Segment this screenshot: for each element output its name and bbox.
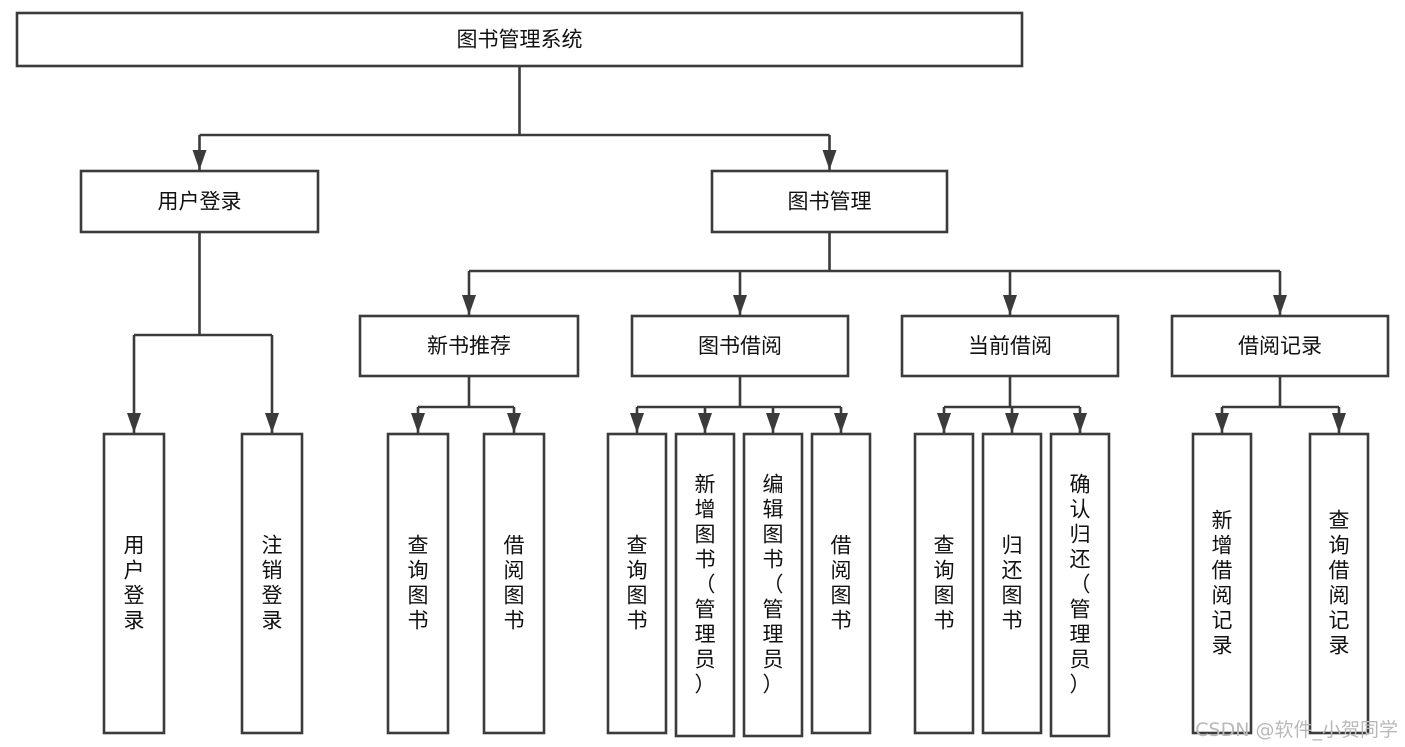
node-label-user-login: 用户登录 <box>158 190 242 214</box>
node-leaf-add-borrow-record[interactable]: 新增借阅记录 <box>1191 432 1253 735</box>
node-leaf-confirm-return-admin[interactable]: 确认归还（管理员） <box>1049 432 1111 738</box>
bookmgmt-to-level3-arrow-0 <box>462 295 476 315</box>
node-leaf-return-book[interactable]: 归还图书 <box>981 432 1043 735</box>
root-to-level2-arrow-0 <box>192 150 207 170</box>
node-box-leaf-query-borrow-record <box>1308 432 1370 735</box>
node-box-leaf-user-logout <box>240 432 304 735</box>
node-label-leaf-return-book: 归还图书 <box>1002 534 1023 633</box>
node-box-leaf-query-book-current <box>913 432 975 735</box>
node-label-leaf-query-book-recommend: 查询图书 <box>408 534 429 633</box>
leafbus-book-borrow-arrow-3 <box>834 413 848 433</box>
node-box-leaf-user-login <box>102 432 166 735</box>
node-box-leaf-borrow-book-recommend <box>482 432 546 735</box>
node-box-borrow-record <box>1170 314 1390 378</box>
node-box-leaf-borrow-book <box>810 432 872 735</box>
node-leaf-edit-book-admin[interactable]: 编辑图书（管理员） <box>742 432 804 738</box>
node-user-login[interactable]: 用户登录 <box>79 169 320 234</box>
node-label-leaf-confirm-return-admin: 确认归还（管理员） <box>1070 473 1091 697</box>
node-box-book-management <box>710 169 949 234</box>
node-label-borrow-record: 借阅记录 <box>1238 334 1322 358</box>
node-label-current-borrow: 当前借阅 <box>968 334 1052 358</box>
leafbus-book-borrow-arrow-0 <box>630 413 644 433</box>
leafbus-user-login-arrow-0 <box>127 413 141 433</box>
node-label-leaf-add-borrow-record: 新增借阅记录 <box>1212 509 1233 658</box>
node-label-leaf-edit-book-admin: 编辑图书（管理员） <box>763 473 784 697</box>
node-root[interactable]: 图书管理系统 <box>15 11 1024 68</box>
node-label-leaf-user-login: 用户登录 <box>124 534 145 633</box>
node-box-current-borrow <box>900 314 1120 378</box>
leafbus-user-login-arrow-1 <box>265 413 279 433</box>
leafbus-borrow-record-arrow-0 <box>1215 413 1229 433</box>
node-label-root: 图书管理系统 <box>457 28 583 52</box>
node-box-book-borrow <box>630 314 850 378</box>
leafbus-current-borrow-arrow-1 <box>1005 413 1019 433</box>
leafbus-borrow-record-arrow-1 <box>1332 413 1346 433</box>
node-label-leaf-query-book-current: 查询图书 <box>934 534 955 633</box>
node-leaf-query-borrow-record[interactable]: 查询借阅记录 <box>1308 432 1370 735</box>
node-leaf-borrow-book-recommend[interactable]: 借阅图书 <box>482 432 546 735</box>
node-leaf-query-book-recommend[interactable]: 查询图书 <box>386 432 450 735</box>
node-box-leaf-return-book <box>981 432 1043 735</box>
node-book-borrow[interactable]: 图书借阅 <box>630 314 850 378</box>
node-label-leaf-add-book-admin: 新增图书（管理员） <box>695 473 716 697</box>
leafbus-book-borrow-arrow-1 <box>698 413 712 433</box>
node-box-leaf-confirm-return-admin <box>1049 432 1111 738</box>
leafbus-new-book-recommend-arrow-1 <box>507 413 521 433</box>
node-box-leaf-add-book-admin <box>674 432 736 738</box>
node-box-new-book-recommend <box>358 314 580 378</box>
nodes-layer: 图书管理系统用户登录图书管理新书推荐图书借阅当前借阅借阅记录用户登录注销登录查询… <box>15 11 1390 738</box>
connectors-layer <box>127 66 1346 433</box>
node-leaf-user-login[interactable]: 用户登录 <box>102 432 166 735</box>
node-box-user-login <box>79 169 320 234</box>
node-label-leaf-query-book-borrow: 查询图书 <box>627 534 648 633</box>
node-borrow-record[interactable]: 借阅记录 <box>1170 314 1390 378</box>
node-new-book-recommend[interactable]: 新书推荐 <box>358 314 580 378</box>
node-label-book-management: 图书管理 <box>788 190 872 214</box>
node-box-leaf-query-book-borrow <box>606 432 668 735</box>
bookmgmt-to-level3-arrow-2 <box>1003 295 1017 315</box>
node-box-leaf-add-borrow-record <box>1191 432 1253 735</box>
leafbus-book-borrow-arrow-2 <box>766 413 780 433</box>
node-label-leaf-query-borrow-record: 查询借阅记录 <box>1329 509 1350 658</box>
leafbus-current-borrow-arrow-2 <box>1073 413 1087 433</box>
node-box-leaf-query-book-recommend <box>386 432 450 735</box>
node-leaf-query-book-borrow[interactable]: 查询图书 <box>606 432 668 735</box>
node-leaf-borrow-book[interactable]: 借阅图书 <box>810 432 872 735</box>
bookmgmt-to-level3-arrow-1 <box>733 295 747 315</box>
bookmgmt-to-level3-arrow-3 <box>1273 295 1287 315</box>
csdn-watermark: CSDN @软件_小贺同学 <box>1195 719 1398 741</box>
node-box-root <box>15 11 1024 68</box>
node-label-leaf-user-logout: 注销登录 <box>262 534 283 633</box>
node-current-borrow[interactable]: 当前借阅 <box>900 314 1120 378</box>
node-leaf-user-logout[interactable]: 注销登录 <box>240 432 304 735</box>
node-label-leaf-borrow-book-recommend: 借阅图书 <box>504 534 525 633</box>
root-to-level2-arrow-1 <box>822 150 837 170</box>
node-book-management[interactable]: 图书管理 <box>710 169 949 234</box>
leafbus-current-borrow-arrow-0 <box>937 413 951 433</box>
node-leaf-query-book-current[interactable]: 查询图书 <box>913 432 975 735</box>
node-leaf-add-book-admin[interactable]: 新增图书（管理员） <box>674 432 736 738</box>
leafbus-new-book-recommend-arrow-0 <box>411 413 425 433</box>
node-label-book-borrow: 图书借阅 <box>698 334 782 358</box>
node-label-new-book-recommend: 新书推荐 <box>427 334 511 358</box>
node-box-leaf-edit-book-admin <box>742 432 804 738</box>
node-label-leaf-borrow-book: 借阅图书 <box>831 534 852 633</box>
